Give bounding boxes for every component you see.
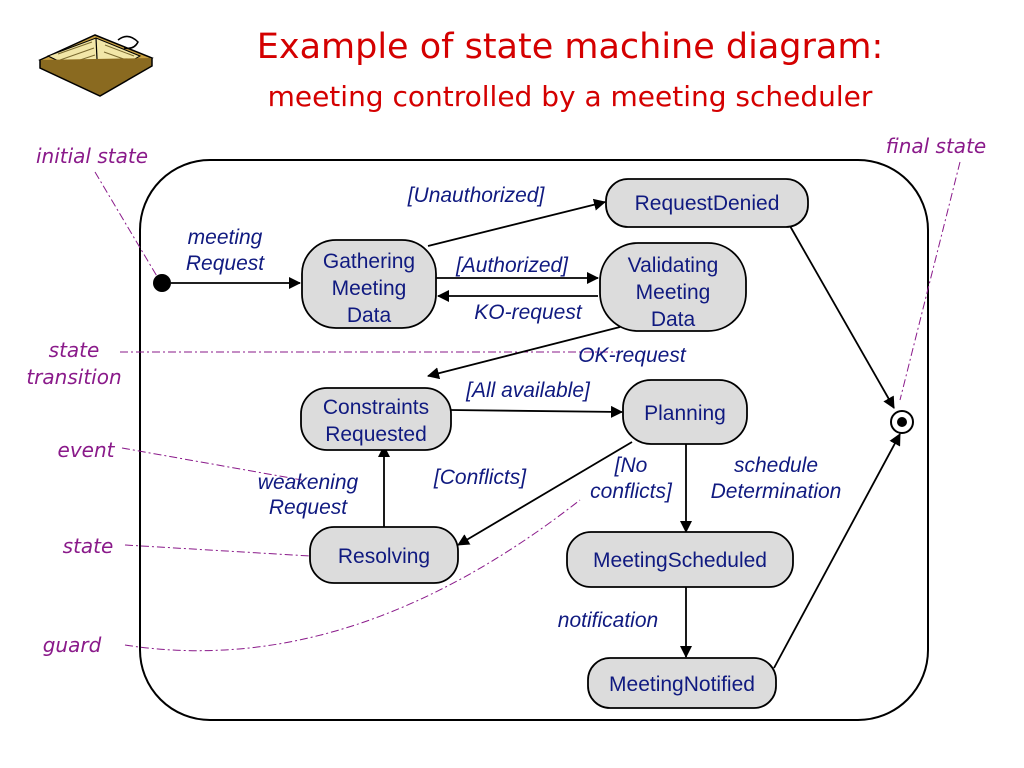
label-schedule-determination-1: schedule bbox=[734, 454, 818, 477]
label-unauthorized: [Unauthorized] bbox=[407, 184, 546, 207]
state-meeting-scheduled: MeetingScheduled bbox=[566, 531, 794, 588]
svg-text:Validating: Validating bbox=[628, 254, 719, 277]
state-meeting-notified: MeetingNotified bbox=[587, 657, 777, 709]
arrow-all-available bbox=[449, 405, 623, 418]
label-no-conflicts-2: conflicts] bbox=[590, 480, 673, 503]
annotation-final-state: final state bbox=[886, 134, 986, 158]
transition-arrows bbox=[171, 198, 901, 669]
svg-text:Planning: Planning bbox=[644, 402, 726, 425]
svg-text:Constraints: Constraints bbox=[323, 396, 429, 419]
svg-text:Gathering: Gathering bbox=[323, 250, 415, 273]
page-subtitle: meeting controlled by a meeting schedule… bbox=[268, 80, 873, 113]
svg-text:Data: Data bbox=[347, 304, 392, 327]
arrow-notified-to-final bbox=[773, 433, 901, 669]
svg-text:MeetingNotified: MeetingNotified bbox=[609, 673, 755, 696]
svg-text:Meeting: Meeting bbox=[332, 277, 407, 300]
label-ok-request: OK-request bbox=[578, 344, 687, 367]
final-state-node bbox=[890, 410, 914, 434]
state-validating-meeting-data: Validating Meeting Data bbox=[599, 242, 747, 332]
initial-state-node bbox=[153, 274, 171, 292]
state-request-denied: RequestDenied bbox=[605, 178, 809, 228]
annotation-event: event bbox=[58, 438, 116, 462]
label-authorized: [Authorized] bbox=[455, 254, 569, 277]
arrow-conflicts bbox=[457, 441, 633, 546]
label-notification: notification bbox=[558, 609, 658, 632]
label-meeting-request-1: meeting bbox=[188, 226, 263, 249]
label-meeting-request-2: Request bbox=[186, 252, 265, 275]
state-resolving: Resolving bbox=[309, 526, 459, 584]
annotation-state: state bbox=[63, 534, 114, 558]
svg-text:Requested: Requested bbox=[325, 423, 427, 446]
label-conflicts: [Conflicts] bbox=[433, 466, 527, 489]
state-gathering-meeting-data: Gathering Meeting Data bbox=[301, 239, 437, 329]
state-planning: Planning bbox=[622, 379, 748, 445]
label-weakening-request-1: weakening bbox=[258, 471, 359, 494]
label-schedule-determination-2: Determination bbox=[711, 480, 842, 503]
label-all-available: [All available] bbox=[465, 379, 591, 402]
svg-text:RequestDenied: RequestDenied bbox=[635, 192, 780, 215]
arrow-unauthorized bbox=[427, 198, 606, 247]
svg-text:Resolving: Resolving bbox=[338, 545, 430, 568]
open-book-icon bbox=[38, 34, 154, 97]
state-constraints-requested: Constraints Requested bbox=[300, 387, 452, 451]
annotation-state-transition-1: state bbox=[49, 338, 100, 362]
svg-text:Data: Data bbox=[651, 308, 696, 331]
arrow-denied-to-final bbox=[789, 225, 895, 409]
page-title: Example of state machine diagram: bbox=[257, 27, 883, 67]
label-no-conflicts-1: [No bbox=[614, 454, 648, 477]
svg-text:Meeting: Meeting bbox=[636, 281, 711, 304]
annotation-state-transition-2: transition bbox=[26, 365, 121, 389]
label-ko-request: KO-request bbox=[474, 301, 583, 324]
arrow-ok-request bbox=[427, 326, 621, 380]
svg-text:MeetingScheduled: MeetingScheduled bbox=[593, 549, 767, 572]
state-machine-boundary bbox=[139, 159, 929, 721]
annotation-guard: guard bbox=[43, 633, 102, 657]
annotation-initial-state: initial state bbox=[36, 144, 148, 168]
label-weakening-request-2: Request bbox=[269, 496, 348, 519]
annotation-leaders bbox=[94, 161, 961, 652]
